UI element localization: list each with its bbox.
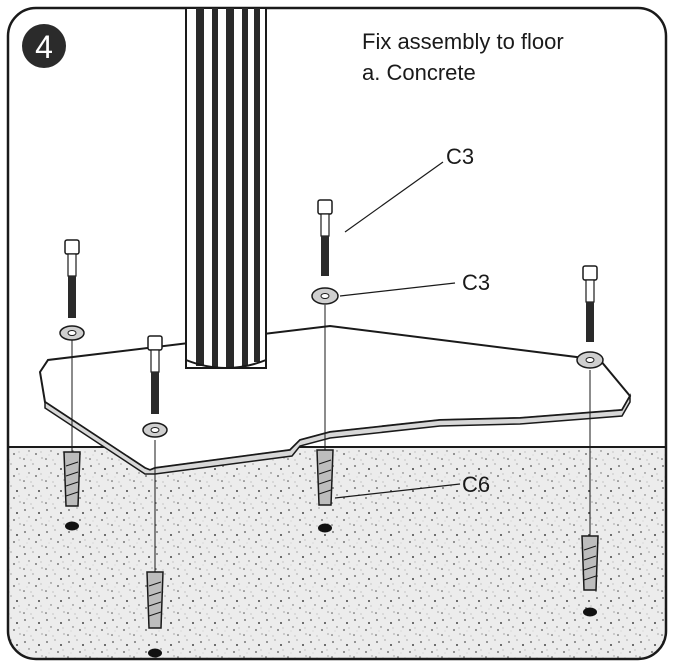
step-number: 4 xyxy=(35,29,53,65)
label-anchor: C6 xyxy=(462,472,490,497)
washer-center-left xyxy=(142,422,168,438)
bolt-center-left xyxy=(147,335,163,414)
concrete-floor xyxy=(8,446,666,659)
washer-front-left xyxy=(59,325,85,341)
bolt-front-left xyxy=(64,239,80,318)
instruction-title: Fix assembly to floor xyxy=(362,29,564,54)
leader-lines xyxy=(334,161,461,499)
instruction-subtitle: a. Concrete xyxy=(362,60,476,85)
anchor-front-center xyxy=(146,571,164,658)
alignment-lines xyxy=(71,305,591,580)
support-post xyxy=(185,7,267,369)
washer-back-right xyxy=(576,351,604,369)
bolt-back-right xyxy=(582,265,598,342)
anchor-back-right xyxy=(581,535,599,617)
label-bolt: C3 xyxy=(446,144,474,169)
panel-frame xyxy=(6,6,668,661)
washer-back-center xyxy=(311,287,339,305)
step-badge: 4 xyxy=(22,24,66,68)
anchor-back-center xyxy=(316,449,334,533)
label-washer: C3 xyxy=(462,270,490,295)
bolt-back-center xyxy=(317,199,333,276)
anchor-front-left xyxy=(63,451,81,531)
